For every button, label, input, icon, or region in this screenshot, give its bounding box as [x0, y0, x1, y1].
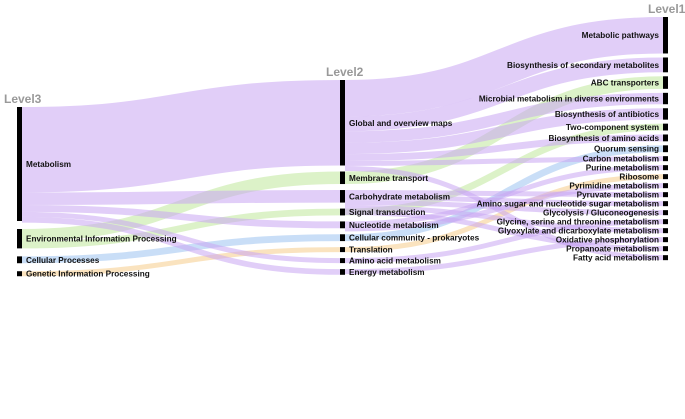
level2-node-cellular-community-prokaryotes: [340, 234, 345, 242]
level1-node-microbial-metabolism-in-diverse-environments: [663, 92, 668, 105]
level1-column-title: Level1: [648, 2, 685, 16]
level1-label-carbon-metabolism: Carbon metabolism: [583, 155, 659, 164]
level2-node-carbohydrate-metabolism: [340, 190, 345, 203]
link-environmental-information-processing-to-signal-transduction: [21, 208, 341, 249]
level2-label-global-and-overview-maps: Global and overview maps: [349, 119, 453, 128]
level1-node-biosynthesis-of-amino-acids: [663, 134, 668, 142]
level1-node-carbon-metabolism: [663, 156, 668, 162]
level2-label-nucleotide-metabolism: Nucleotide metabolism: [349, 221, 439, 230]
level2-node-energy-metabolism: [340, 269, 345, 275]
level3-label-cellular-processes: Cellular Processes: [26, 256, 100, 265]
level3-node-environmental-information-processing: [17, 229, 22, 249]
level3-node-cellular-processes: [17, 256, 22, 264]
level2-label-translation: Translation: [349, 246, 393, 255]
level2-node-nucleotide-metabolism: [340, 221, 345, 229]
level1-node-quorum-sensing: [663, 145, 668, 153]
level1-label-purine-metabolism: Purine metabolism: [586, 164, 659, 173]
level2-column-title: Level2: [326, 65, 364, 79]
sankey-links: [21, 17, 664, 277]
level2-label-signal-transduction: Signal transduction: [349, 208, 425, 217]
level2-node-membrane-transport: [340, 171, 345, 185]
level2-node-signal-transduction: [340, 208, 345, 216]
link-carbohydrate-metabolism-to-glyoxylate-and-dicarboxylate-metabolism: [344, 205, 664, 234]
level2-label-energy-metabolism: Energy metabolism: [349, 268, 425, 277]
level3-column-title: Level3: [4, 92, 42, 106]
link-global-and-overview-maps-to-biosynthesis-of-antibiotics: [344, 108, 664, 155]
link-carbohydrate-metabolism-to-pyruvate-metabolism: [344, 190, 664, 198]
level1-node-glyoxylate-and-dicarboxylate-metabolism: [663, 228, 668, 234]
level2-label-carbohydrate-metabolism: Carbohydrate metabolism: [349, 192, 450, 201]
level2-node-global-and-overview-maps: [340, 80, 345, 166]
level1-node-propanoate-metabolism: [663, 246, 668, 252]
level1-node-fatty-acid-metabolism: [663, 255, 668, 261]
level1-node-glycine-serine-and-threonine-metabolism: [663, 219, 668, 225]
level1-node-biosynthesis-of-secondary-metabolites: [663, 57, 668, 73]
level1-node-abc-transporters: [663, 76, 668, 89]
link-metabolism-to-nucleotide-metabolism: [21, 205, 341, 229]
level2-node-amino-acid-metabolism: [340, 258, 345, 264]
level1-label-microbial-metabolism-in-diverse-environments: Microbial metabolism in diverse environm…: [479, 95, 660, 104]
level1-label-abc-transporters: ABC transporters: [591, 79, 660, 88]
level2-node-translation: [340, 247, 345, 253]
link-global-and-overview-maps-to-metabolic-pathways: [344, 17, 664, 117]
level1-label-glycolysis-gluconeogenesis: Glycolysis / Gluconeogenesis: [543, 209, 659, 218]
level1-node-oxidative-phosphorylation: [663, 237, 668, 243]
level1-node-ribosome: [663, 174, 668, 180]
link-environmental-information-processing-to-membrane-transport: [21, 171, 341, 242]
level1-node-metabolic-pathways: [663, 17, 668, 54]
level1-label-quorum-sensing: Quorum sensing: [594, 145, 659, 154]
link-metabolism-to-energy-metabolism: [21, 216, 341, 275]
level2-label-cellular-community-prokaryotes: Cellular community - prokaryotes: [349, 234, 480, 243]
link-global-and-overview-maps-to-fatty-acid-metabolism: [344, 165, 664, 261]
level1-label-oxidative-phosphorylation: Oxidative phosphorylation: [556, 236, 659, 245]
level3-label-genetic-information-processing: Genetic Information Processing: [26, 270, 150, 279]
link-carbohydrate-metabolism-to-glycolysis-gluconeogenesis: [344, 200, 664, 216]
level1-node-glycolysis-gluconeogenesis: [663, 210, 668, 216]
link-metabolism-to-amino-acid-metabolism: [21, 211, 341, 264]
level1-node-pyrimidine-metabolism: [663, 183, 668, 189]
level3-label-metabolism: Metabolism: [26, 160, 71, 169]
level3-node-genetic-information-processing: [17, 271, 22, 277]
link-energy-metabolism-to-oxidative-phosphorylation: [344, 237, 664, 275]
level1-label-biosynthesis-of-antibiotics: Biosynthesis of antibiotics: [555, 110, 660, 119]
link-genetic-information-processing-to-translation: [21, 247, 341, 277]
level1-label-biosynthesis-of-amino-acids: Biosynthesis of amino acids: [548, 134, 659, 143]
level1-node-pyruvate-metabolism: [663, 192, 668, 198]
level1-label-fatty-acid-metabolism: Fatty acid metabolism: [573, 254, 659, 263]
level1-label-metabolic-pathways: Metabolic pathways: [582, 31, 660, 40]
link-global-and-overview-maps-to-biosynthesis-of-amino-acids: [344, 134, 664, 161]
level1-label-glyoxylate-and-dicarboxylate-metabolism: Glyoxylate and dicarboxylate metabolism: [498, 227, 659, 236]
link-metabolism-to-global-and-overview-maps: [21, 80, 341, 193]
level1-node-two-component-system: [663, 123, 668, 131]
level3-label-environmental-information-processing: Environmental Information Processing: [26, 235, 177, 244]
link-amino-acid-metabolism-to-glycine-serine-and-threonine-metabolism: [344, 219, 664, 264]
level1-label-amino-sugar-and-nucleotide-sugar-metabolism: Amino sugar and nucleotide sugar metabol…: [477, 200, 659, 209]
level1-label-propanoate-metabolism: Propanoate metabolism: [566, 245, 659, 254]
link-global-and-overview-maps-to-carbon-metabolism: [344, 156, 664, 166]
link-carbohydrate-metabolism-to-propanoate-metabolism: [344, 210, 664, 252]
link-metabolism-to-carbohydrate-metabolism: [21, 190, 341, 206]
level1-node-purine-metabolism: [663, 165, 668, 171]
level1-label-two-component-system: Two-component system: [566, 123, 659, 132]
link-carbohydrate-metabolism-to-amino-sugar-and-nucleotide-sugar-metabolism: [344, 195, 664, 207]
level1-label-ribosome: Ribosome: [619, 173, 659, 182]
level1-label-pyrimidine-metabolism: Pyrimidine metabolism: [569, 182, 659, 191]
level1-label-biosynthesis-of-secondary-metabolites: Biosynthesis of secondary metabolites: [507, 61, 659, 70]
link-global-and-overview-maps-to-microbial-metabolism-in-diverse-environments: [344, 92, 664, 143]
level2-label-amino-acid-metabolism: Amino acid metabolism: [349, 257, 441, 266]
level1-node-amino-sugar-and-nucleotide-sugar-metabolism: [663, 201, 668, 207]
level1-label-glycine-serine-and-threonine-metabolism: Glycine, serine and threonine metabolism: [497, 218, 659, 227]
level1-label-pyruvate-metabolism: Pyruvate metabolism: [577, 191, 659, 200]
level1-node-biosynthesis-of-antibiotics: [663, 108, 668, 120]
link-global-and-overview-maps-to-biosynthesis-of-secondary-metabolites: [344, 57, 664, 132]
level2-label-membrane-transport: Membrane transport: [349, 174, 428, 183]
level3-node-metabolism: [17, 107, 22, 221]
